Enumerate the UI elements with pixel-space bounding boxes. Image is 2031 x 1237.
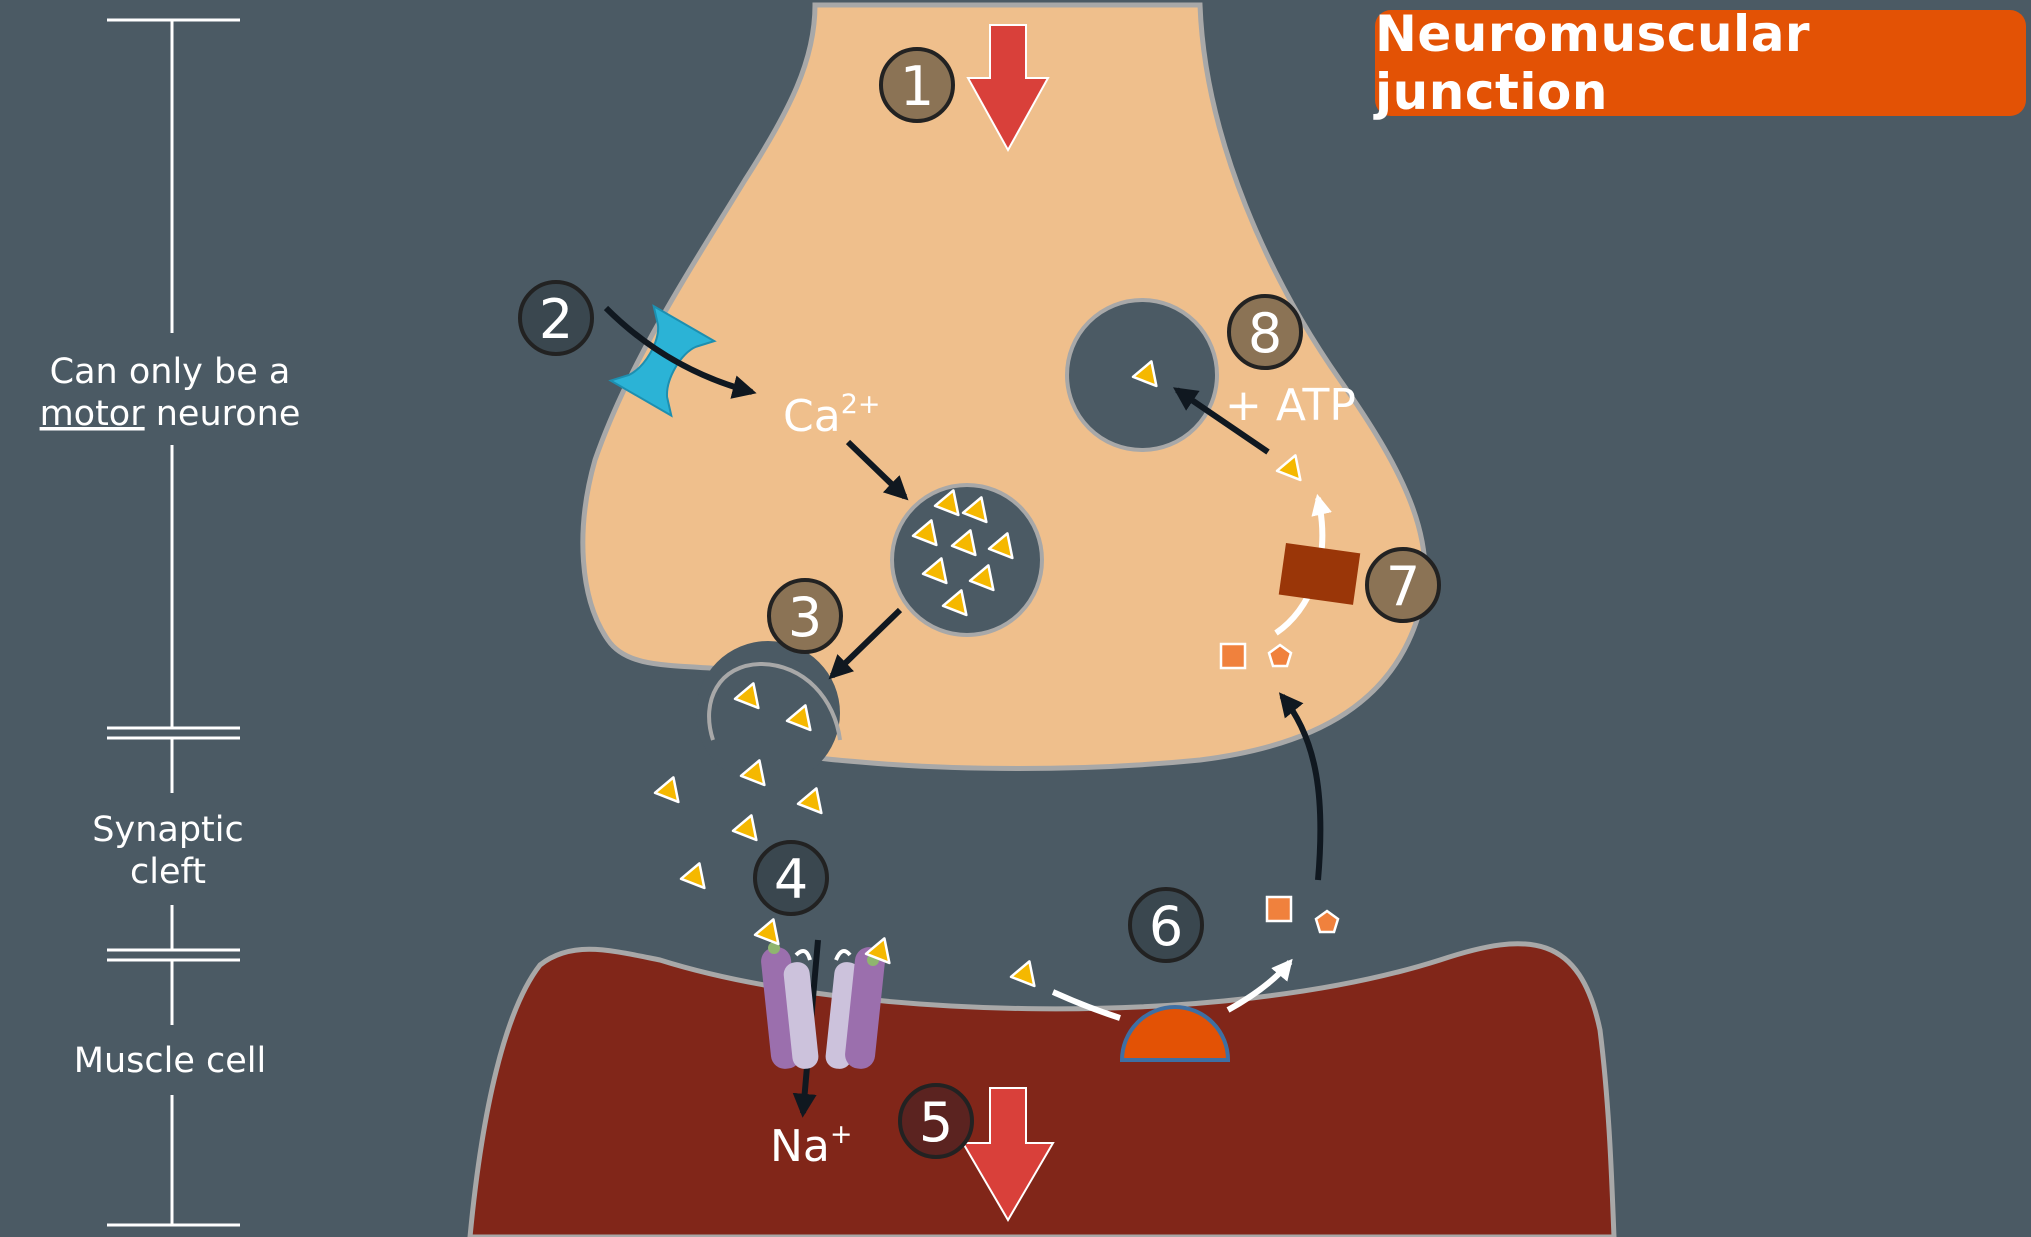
reuptake-transporter [1278, 542, 1361, 605]
label-calcium-ion: Ca2+ [783, 389, 881, 442]
arrow-calcium-to-vesicle [845, 439, 909, 501]
label-neurone-line2: motor neurone [40, 394, 301, 434]
step-marker-5: 5 [898, 1083, 974, 1159]
step-marker-2: 2 [518, 280, 594, 356]
label-motor-underlined: motor [40, 394, 146, 434]
step-marker-8: 8 [1227, 294, 1303, 370]
breakdown-product-pentagon [1267, 643, 1293, 668]
step-marker-1: 1 [879, 47, 955, 123]
svg-text:1: 1 [900, 55, 934, 118]
scale-bar [107, 18, 240, 1227]
label-sodium-ion: Na+ [770, 1119, 853, 1172]
label-atp: + ATP [1225, 380, 1356, 431]
breakdown-product-pentagon [1314, 909, 1340, 934]
action-potential-arrow-muscle [961, 1087, 1055, 1222]
label-neurone-line1: Can only be a [50, 352, 291, 392]
svg-text:4: 4 [774, 848, 808, 911]
label-muscle-cell: Muscle cell [74, 1041, 266, 1081]
svg-text:6: 6 [1149, 895, 1183, 958]
fusing-vesicle-outline [707, 661, 842, 741]
muscle-cell [467, 941, 1617, 1237]
arrow-atp-into-vesicle [1173, 387, 1270, 455]
diagram-title: Neuromuscular junction [1375, 5, 1811, 121]
svg-text:8: 8 [1248, 302, 1282, 365]
neurone-terminal [580, 2, 1428, 771]
action-potential-arrow-neurone [966, 24, 1050, 153]
step-marker-7: 7 [1365, 547, 1441, 623]
title-badge: Neuromuscular junction [1375, 5, 2026, 121]
svg-text:3: 3 [788, 586, 822, 649]
arrow-enzyme-breakdown-left [1051, 989, 1121, 1021]
step-marker-4: 4 [753, 840, 829, 916]
arrow-enzyme-breakdown-right [1226, 958, 1293, 1013]
acetylcholine-receptor [761, 942, 885, 1069]
svg-text:5: 5 [919, 1091, 953, 1154]
acetylcholinesterase-enzyme [1119, 1005, 1231, 1062]
label-cleft-line1: Synaptic [92, 810, 243, 850]
label-cleft-line2: cleft [130, 852, 206, 892]
step-marker-3: 3 [767, 578, 843, 654]
arrow-calcium-entry [603, 305, 757, 399]
label-neurone-word: neurone [145, 394, 301, 434]
calcium-channel [608, 304, 717, 418]
svg-text:2: 2 [539, 288, 573, 351]
arrow-products-reuptake [1278, 692, 1324, 881]
breakdown-product-square [1219, 642, 1247, 670]
breakdown-products [1219, 642, 1340, 934]
breakdown-product-square [1265, 895, 1293, 923]
svg-text:7: 7 [1386, 555, 1420, 618]
step-marker-6: 6 [1128, 887, 1204, 963]
arrow-vesicle-to-membrane [828, 607, 903, 680]
